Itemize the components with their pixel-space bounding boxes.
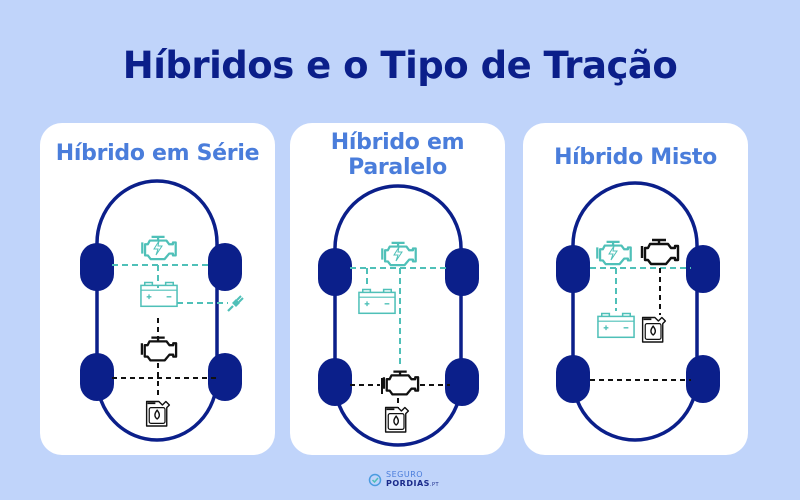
car-body-outline: [333, 184, 463, 447]
wheel-front-right-icon: [686, 245, 720, 293]
electric-motor-icon: [596, 240, 632, 266]
fuel-can-icon: [384, 406, 410, 433]
page-title: Híbridos e o Tipo de Tração: [122, 44, 678, 87]
wheel-rear-right-icon: [445, 358, 479, 406]
wheel-front-left-icon: [556, 245, 590, 293]
drivetrain-diagram-serial: [80, 179, 245, 442]
battery-icon: [140, 281, 178, 308]
battery-icon: [597, 312, 635, 339]
brand-check-icon: [368, 473, 382, 487]
wheel-rear-left-icon: [556, 355, 590, 403]
wheel-rear-right-icon: [208, 353, 242, 401]
drivetrain-diagram-parallel: [318, 184, 479, 447]
brand-line1: SEGURO: [386, 470, 424, 479]
card-title: Híbrido Misto: [554, 145, 717, 170]
car-body-outline: [571, 181, 699, 442]
wheel-rear-right-icon: [686, 355, 720, 403]
fuel-can-icon: [641, 316, 667, 343]
wheel-front-right-icon: [208, 243, 242, 291]
wheel-front-right-icon: [445, 248, 479, 296]
card-serial-hybrid: Híbrido em Série: [40, 123, 275, 455]
wheel-rear-left-icon: [80, 353, 114, 401]
combustion-engine-icon: [640, 238, 680, 266]
wheel-front-left-icon: [318, 248, 352, 296]
electric-motor-icon: [381, 241, 417, 267]
brand-logo: SEGURO PORDIAS.PT: [368, 470, 439, 490]
card-parallel-hybrid: Híbrido em Paralelo: [290, 123, 505, 455]
electric-motor-icon: [141, 235, 177, 261]
card-title: Híbrido em Paralelo: [330, 130, 465, 180]
wheel-front-left-icon: [80, 243, 114, 291]
combustion-engine-icon: [140, 336, 178, 362]
card-mixed-hybrid: Híbrido Misto: [523, 123, 748, 455]
fuel-can-icon: [145, 400, 171, 427]
wheel-rear-left-icon: [318, 358, 352, 406]
combustion-engine-icon: [382, 370, 420, 396]
battery-icon: [358, 288, 396, 315]
plug-icon: [226, 294, 245, 313]
drivetrain-diagram-mixed: [556, 181, 720, 442]
card-title: Híbrido em Série: [55, 141, 260, 166]
brand-line2: PORDIAS.PT: [386, 479, 440, 488]
